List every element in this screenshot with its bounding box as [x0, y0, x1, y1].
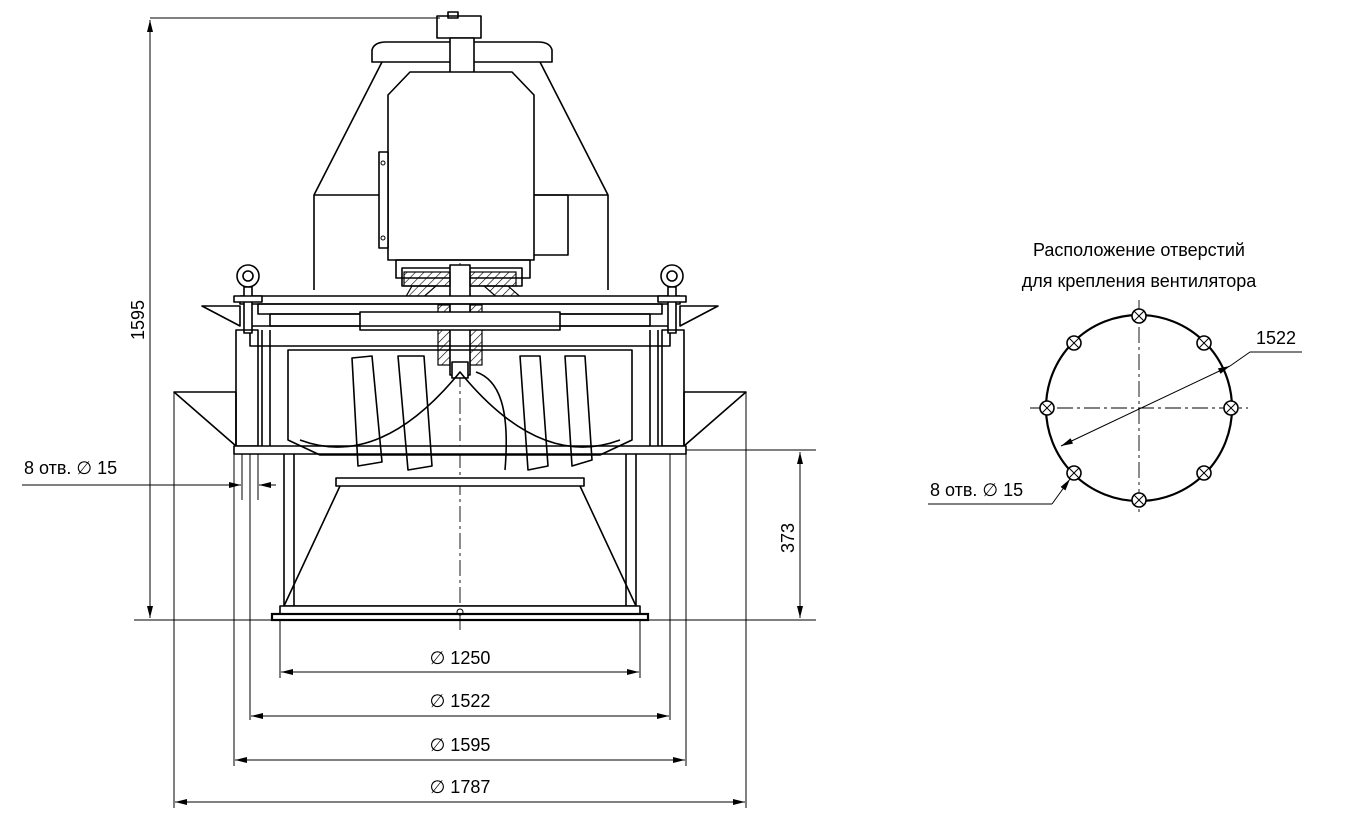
dim-height-total: 1595: [128, 300, 148, 340]
dim-diam-1250: ∅ 1250: [430, 648, 491, 668]
skirt-right: [683, 391, 747, 447]
impeller: [287, 349, 633, 471]
hood-right: [539, 61, 609, 290]
dim-diam-1787: ∅ 1787: [430, 777, 491, 797]
skirt-left: [173, 391, 237, 447]
hole-layout-title-2: для крепления вентилятора: [1022, 271, 1258, 291]
eye-bolt-left: [233, 264, 263, 334]
dim-height-base: 373: [778, 523, 798, 553]
dim-diam-1522: ∅ 1522: [430, 691, 491, 711]
dimensions: 1595 373 ∅ 1250 ∅ 1522 ∅ 1595 ∅ 1787 8 о…: [22, 17, 816, 808]
fan-side-view: [173, 11, 747, 630]
diffuser-top: [335, 477, 585, 487]
hole-layout: Расположение отверстий для крепления вен…: [928, 240, 1302, 516]
dim-diam-1595: ∅ 1595: [430, 735, 491, 755]
terminal-box: [378, 151, 389, 249]
dim-holes-left: 8 отв. ∅ 15: [24, 458, 117, 478]
hole-layout-diameter: 1522: [1256, 328, 1296, 348]
hood-left: [313, 61, 383, 290]
bottom-flange: [270, 612, 650, 622]
hole-layout-holes: 8 отв. ∅ 15: [930, 480, 1023, 500]
hole-layout-title-1: Расположение отверстий: [1033, 240, 1245, 260]
motor-body: [387, 71, 535, 261]
top-nut: [436, 15, 482, 39]
eye-bolt-right: [657, 264, 687, 334]
